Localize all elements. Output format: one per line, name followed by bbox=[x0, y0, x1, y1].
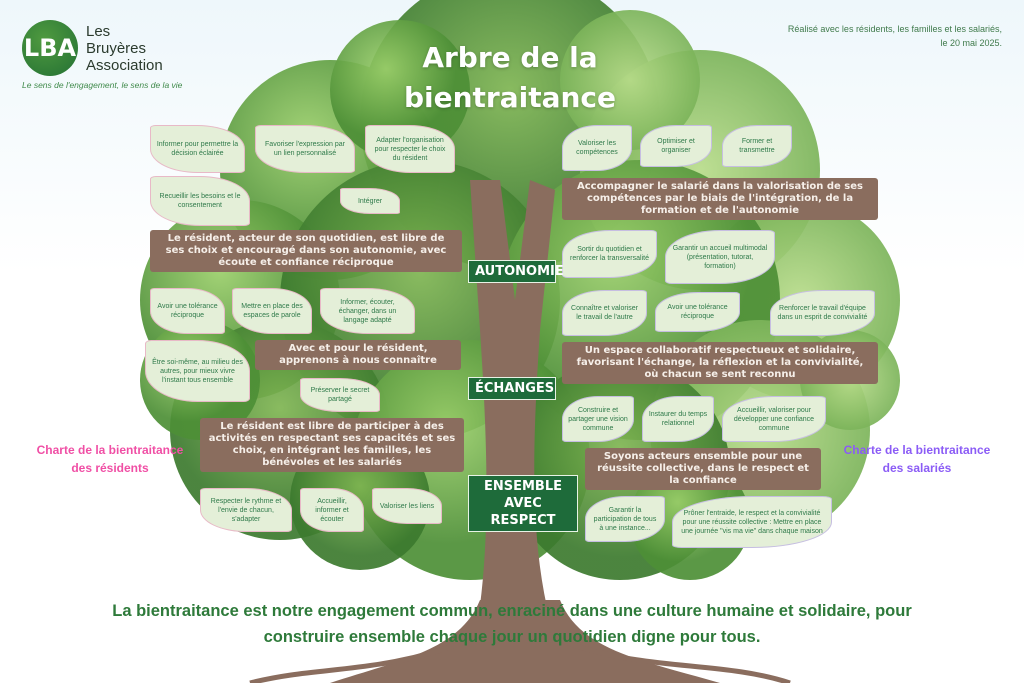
leaf-text: Prôner l'entraide, le respect et la conv… bbox=[681, 509, 823, 535]
logo-emblem: LBA bbox=[22, 20, 78, 76]
resident-leaf: Recueillir les besoins et le consentemen… bbox=[150, 176, 250, 226]
resident-leaf: Mettre en place des espaces de parole bbox=[232, 288, 312, 334]
leaf-text: Accueillir, valoriser pour développer un… bbox=[733, 406, 815, 432]
salarie-leaf: Former et transmettre bbox=[722, 125, 792, 167]
salarie-leaf: Valoriser les compétences bbox=[562, 125, 632, 171]
resident-leaf: Adapter l'organisation pour respecter le… bbox=[365, 125, 455, 173]
page-title: Arbre de la bientraitance bbox=[403, 41, 617, 114]
tree-root-tendrils bbox=[249, 637, 791, 683]
resident-leaf: Informer, écouter, échanger, dans un lan… bbox=[320, 288, 415, 334]
logo-wordmark: Les Bruyères Association bbox=[86, 23, 163, 74]
leaf-text: Renforcer le travail d'équipe dans un es… bbox=[777, 305, 868, 321]
salarie-leaf: Sortir du quotidien et renforcer la tran… bbox=[562, 230, 657, 278]
branch-banner-salarie-autonomie: Accompagner le salarié dans la valorisat… bbox=[562, 178, 878, 220]
branch-banner-salarie-ensemble: Soyons acteurs ensemble pour une réussit… bbox=[585, 448, 821, 490]
salarie-leaf: Instaurer du temps relationnel bbox=[642, 396, 714, 442]
leaf-text: Optimiser et organiser bbox=[657, 138, 695, 154]
leaf-text: Être soi-même, au milieu des autres, pou… bbox=[152, 358, 243, 384]
leaf-text: Connaître et valoriser le travail de l'a… bbox=[571, 305, 638, 321]
branch-banner-resident-ensemble: Le résident est libre de participer à de… bbox=[200, 418, 464, 472]
branch-banner-salarie-echanges: Un espace collaboratif respectueux et so… bbox=[562, 342, 878, 384]
leaf-text: Respecter le rythme et l'envie de chacun… bbox=[210, 497, 282, 523]
leaf-text: Adapter l'organisation pour respecter le… bbox=[374, 136, 446, 162]
leaf-text: Préserver le secret partagé bbox=[310, 387, 370, 403]
leaf-text: Valoriser les compétences bbox=[576, 140, 618, 156]
salarie-leaf: Accueillir, valoriser pour développer un… bbox=[722, 396, 826, 442]
salarie-leaf: Avoir une tolérance réciproque bbox=[655, 292, 740, 332]
logo-line: Association bbox=[86, 57, 163, 74]
label-echanges: ÉCHANGES bbox=[468, 377, 556, 400]
label-ensemble-avec-respect: ENSEMBLE AVEC RESPECT bbox=[468, 475, 578, 532]
logo-line: Bruyères bbox=[86, 40, 147, 57]
tree-roots bbox=[330, 600, 720, 683]
leaf-text: Mettre en place des espaces de parole bbox=[241, 303, 303, 319]
leaf-text: Informer pour permettre la décision écla… bbox=[156, 141, 239, 157]
leaf-text: Avoir une tolérance réciproque bbox=[157, 303, 218, 319]
leaf-text: Favoriser l'expression par un lien perso… bbox=[265, 141, 345, 157]
resident-leaf: Avoir une tolérance réciproque bbox=[150, 288, 225, 334]
closing-statement: La bientraitance est notre engagement co… bbox=[112, 602, 912, 646]
leaf-text: Accueillir, informer et écouter bbox=[315, 497, 349, 523]
leaf-text: Garantir la participation de tous à une … bbox=[593, 506, 657, 532]
branch-banner-resident-echanges: Avec et pour le résident, apprenons à no… bbox=[255, 340, 461, 370]
leaf-text: Former et transmettre bbox=[739, 138, 775, 154]
salarie-leaf: Connaître et valoriser le travail de l'a… bbox=[562, 290, 647, 336]
salarie-leaf: Garantir un accueil multimodal (présenta… bbox=[665, 230, 775, 284]
leaf-text: Avoir une tolérance réciproque bbox=[667, 304, 728, 320]
resident-leaf: Favoriser l'expression par un lien perso… bbox=[255, 125, 355, 173]
salarie-leaf: Construire et partager une vision commun… bbox=[562, 396, 634, 442]
leaf-text: Recueillir les besoins et le consentemen… bbox=[159, 193, 241, 209]
leaf-text: Instaurer du temps relationnel bbox=[648, 411, 708, 427]
leaf-text: Intégrer bbox=[357, 197, 383, 205]
charter-salaries-label: Charte de la bientraitance des salariés bbox=[843, 443, 991, 475]
branch-banner-resident-autonomie: Le résident, acteur de son quotidien, es… bbox=[150, 230, 462, 272]
foliage-blob bbox=[330, 20, 470, 160]
salarie-leaf: Garantir la participation de tous à une … bbox=[585, 496, 665, 542]
resident-leaf: Valoriser les liens bbox=[372, 488, 442, 524]
resident-leaf: Intégrer bbox=[340, 188, 400, 214]
leaf-text: Valoriser les liens bbox=[379, 502, 435, 510]
leaf-text: Sortir du quotidien et renforcer la tran… bbox=[570, 246, 649, 262]
resident-leaf: Accueillir, informer et écouter bbox=[300, 488, 364, 532]
leaf-text: Informer, écouter, échanger, dans un lan… bbox=[338, 298, 397, 324]
foliage-blob bbox=[560, 10, 700, 150]
salarie-leaf: Prôner l'entraide, le respect et la conv… bbox=[672, 496, 832, 548]
credit-note: Réalisé avec les résidents, les familles… bbox=[787, 24, 1002, 48]
salarie-leaf: Renforcer le travail d'équipe dans un es… bbox=[770, 290, 875, 336]
label-autonomie: AUTONOMIE bbox=[468, 260, 564, 283]
logo-line: Les bbox=[86, 23, 111, 40]
resident-leaf: Préserver le secret partagé bbox=[300, 378, 380, 412]
leaf-text: Construire et partager une vision commun… bbox=[568, 406, 628, 432]
resident-leaf: Être soi-même, au milieu des autres, pou… bbox=[145, 340, 250, 402]
leaf-text: Garantir un accueil multimodal (présenta… bbox=[672, 244, 768, 270]
charter-residents-label: Charte de la bientraitance des résidents bbox=[36, 443, 184, 475]
tagline: Le sens de l'engagement, le sens de la v… bbox=[22, 80, 183, 90]
resident-leaf: Respecter le rythme et l'envie de chacun… bbox=[200, 488, 292, 532]
resident-leaf: Informer pour permettre la décision écla… bbox=[150, 125, 245, 173]
salarie-leaf: Optimiser et organiser bbox=[640, 125, 712, 167]
